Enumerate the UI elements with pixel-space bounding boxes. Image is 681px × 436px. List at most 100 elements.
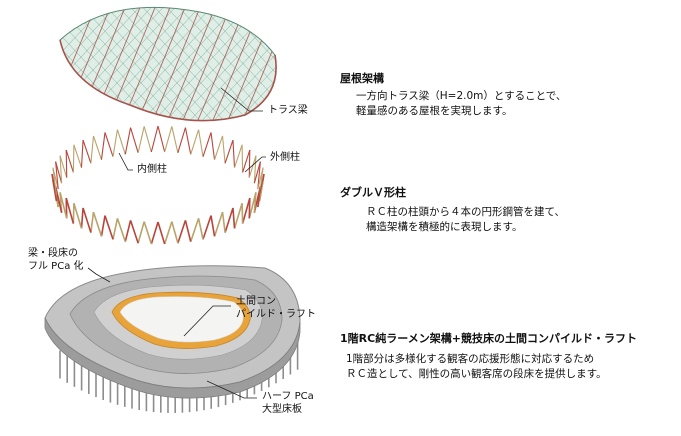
column-member — [184, 220, 192, 242]
leader-pile-raft — [183, 305, 231, 337]
roof-grid-line — [0, 0, 2, 140]
column-member — [80, 207, 84, 229]
column-member — [248, 149, 251, 178]
column-member — [202, 132, 212, 157]
column-member — [233, 144, 243, 168]
roof-grid-line — [195, 7, 277, 121]
half-pca-label: ハーフ PCa 大型床板 — [262, 390, 314, 416]
roof-grid-line — [60, 7, 75, 121]
roof-edge — [59, 39, 277, 122]
column-member — [92, 135, 102, 160]
roof-truss-line — [152, 7, 204, 121]
roof-truss-line — [137, 7, 189, 121]
column-member — [242, 149, 251, 173]
column-member — [82, 139, 92, 164]
column-member — [112, 218, 119, 240]
column-member — [171, 126, 179, 153]
column-member — [164, 126, 173, 153]
column-member — [137, 221, 145, 244]
column-member — [130, 127, 139, 153]
roof-grid-line — [60, 7, 87, 121]
inner-column-label: 内側柱 — [137, 164, 167, 175]
column-member — [116, 129, 126, 155]
column-member — [224, 207, 234, 233]
column-member — [189, 218, 200, 242]
stadium-base — [44, 265, 301, 413]
column-member — [92, 211, 103, 237]
roof-grid-line — [60, 7, 147, 121]
column-member — [73, 144, 83, 168]
roof-grid-line — [60, 7, 63, 121]
column-member — [210, 132, 216, 160]
column-member — [232, 140, 236, 168]
column-member — [233, 202, 243, 229]
column-member — [116, 218, 127, 242]
pile-raft-label-line1: 土間コン — [236, 296, 276, 307]
column-description: ＲＣ柱の柱頭から４本の円形鋼管を建て、 構造架構を積極的に表現します。 — [366, 205, 565, 235]
column-member — [184, 127, 192, 155]
column-member — [198, 129, 204, 157]
outer-column-label: 外側柱 — [270, 152, 300, 163]
roof-grid-line — [0, 0, 14, 140]
column-member — [253, 161, 261, 184]
roof-heading: 屋根架構 — [340, 72, 384, 85]
column-member — [73, 202, 83, 229]
pca-beam-label: 梁・段床の フル PCa 化 — [28, 247, 84, 273]
pile-raft-label-line2: パイルド・ラフト — [236, 309, 316, 320]
roof-grid-line — [60, 7, 63, 121]
roof-grid-line — [0, 0, 2, 140]
column-member — [104, 215, 114, 240]
column-member — [248, 155, 257, 178]
roof-grid-line — [60, 7, 159, 121]
column-member — [124, 127, 132, 155]
half-pca-label-line1: ハーフ PCa — [262, 391, 314, 402]
column-member — [59, 155, 63, 184]
column-member — [100, 132, 106, 160]
field-slab — [119, 296, 244, 343]
column-member — [221, 211, 226, 233]
column-description-line1: ＲＣ柱の柱頭から４本の円形鋼管を建て、 — [366, 206, 565, 218]
column-member — [90, 135, 95, 164]
column-member — [112, 129, 118, 157]
column-member — [59, 155, 68, 178]
roof-grid-line — [0, 0, 50, 140]
column-member — [177, 127, 186, 153]
column-member — [157, 221, 166, 245]
column-member — [157, 125, 166, 153]
column-member — [224, 139, 234, 164]
leader-pca-beam — [87, 267, 111, 283]
pca-beam-label-line2: フル PCa 化 — [28, 261, 84, 272]
half-pca-label-line2: 大型床板 — [262, 404, 302, 415]
roof-grid-line — [0, 0, 38, 140]
column-description-line2: 構造架構を積極的に表現します。 — [366, 221, 523, 233]
column-member — [55, 161, 63, 184]
column-member — [190, 129, 200, 155]
column-member — [72, 203, 75, 224]
column-member — [232, 207, 236, 229]
column-member — [137, 126, 145, 153]
column-member — [100, 215, 106, 237]
column-heading: ダブルＶ形柱 — [340, 186, 406, 199]
column-member — [241, 197, 251, 224]
slab-edge — [44, 317, 301, 399]
roof-description: 一方向トラス梁（H=2.0m）とすることで、 軽量感のある屋根を実現します。 — [356, 89, 566, 119]
column-member — [248, 197, 251, 219]
column-member — [163, 221, 173, 245]
roof-grid-line — [0, 0, 26, 140]
column-member — [257, 161, 261, 190]
column-member — [253, 155, 257, 184]
roof-grid-line — [0, 0, 14, 140]
column-member — [150, 221, 159, 245]
roof-grid-line — [60, 7, 123, 121]
column-member — [72, 144, 75, 173]
double-v-columns — [51, 125, 265, 245]
column-member — [259, 173, 265, 196]
foundation-description: 1階部分は多様化する観客の応援形態に対応するため ＲＣ造として、剛性の高い観客席… — [346, 352, 607, 382]
column-member — [248, 192, 257, 219]
column-member — [82, 207, 92, 233]
truss-beam-label: トラス梁 — [268, 105, 308, 116]
leader-outer-column — [244, 156, 266, 173]
column-member — [213, 211, 224, 237]
roof-grid-line — [0, 0, 38, 140]
